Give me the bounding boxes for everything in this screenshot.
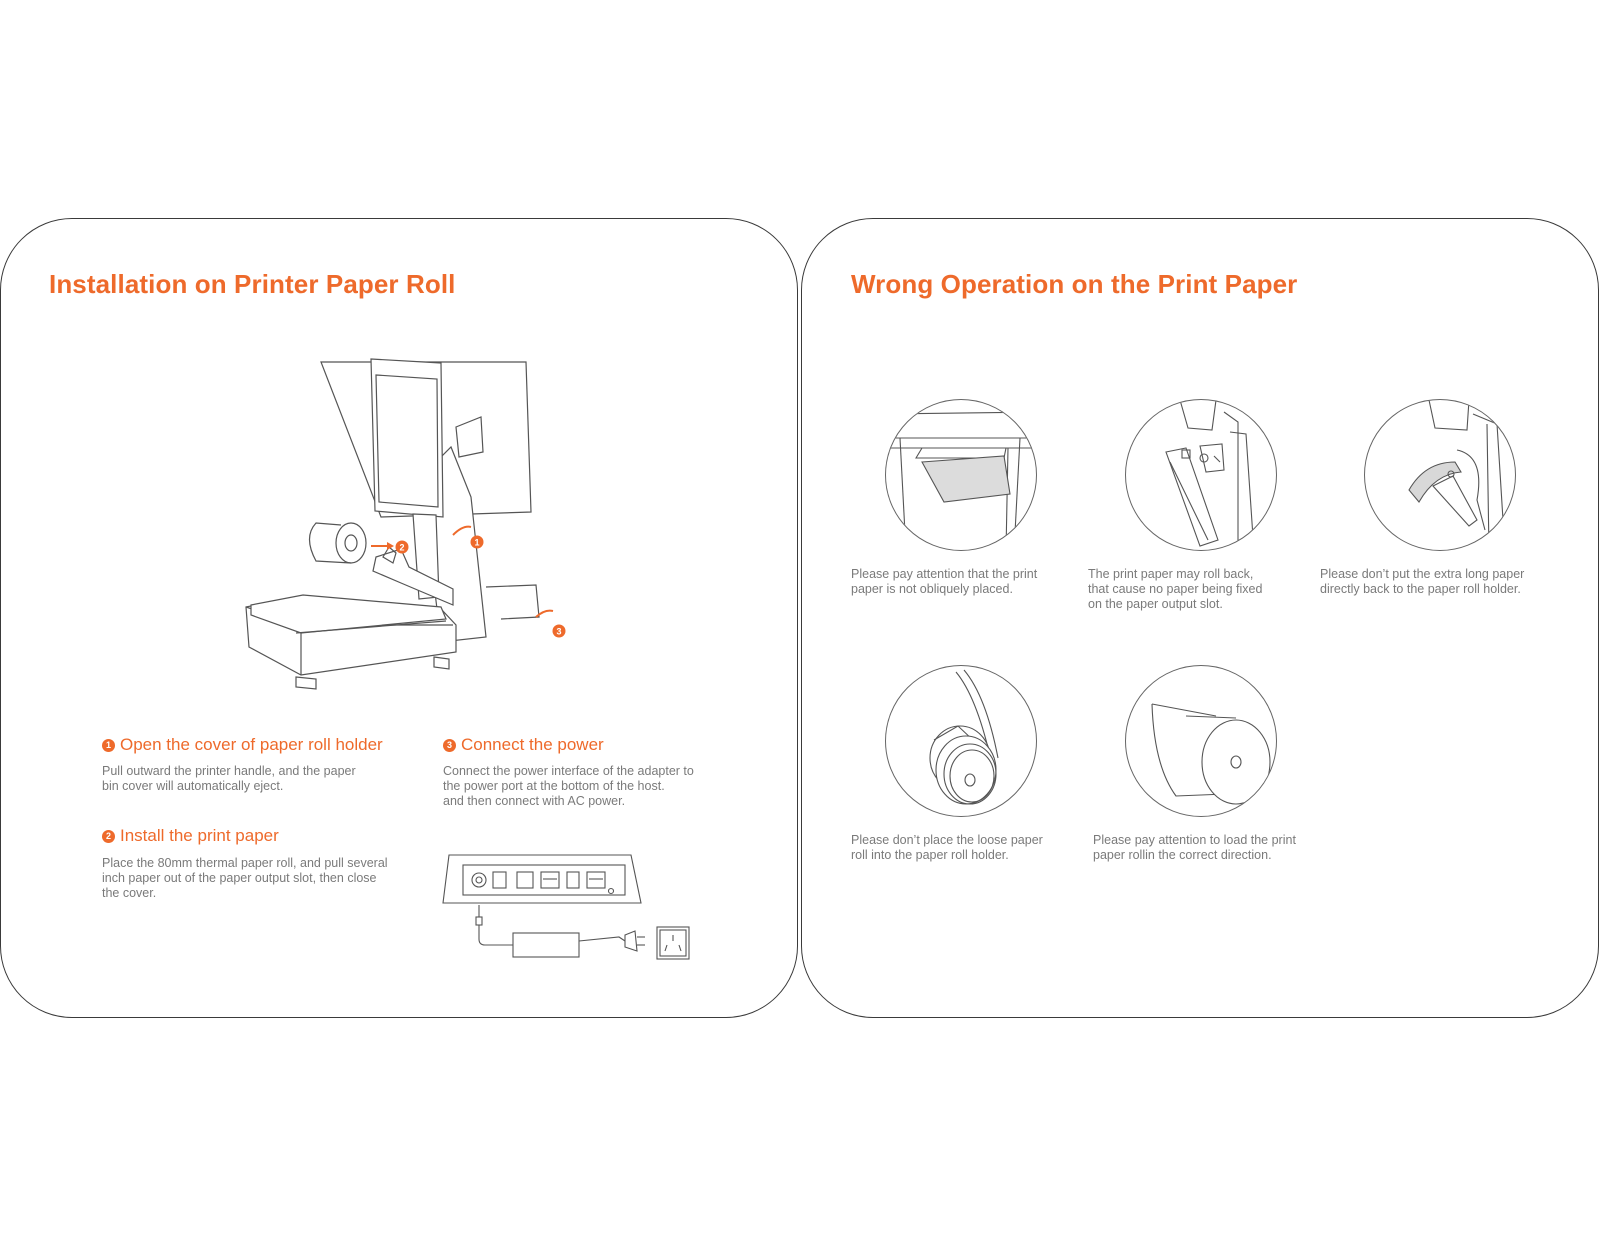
- marker-1: 1: [474, 538, 479, 548]
- step-3-number: 3: [443, 738, 456, 752]
- step-3-title: 3 Connect the power: [443, 735, 604, 755]
- caution-5-text: Please pay attention to load the print p…: [1093, 833, 1296, 862]
- step-3-description: Connect the power interface of the adapt…: [443, 764, 694, 808]
- step-1-number: 1: [102, 738, 115, 752]
- step-3-title-text: Connect the power: [461, 735, 604, 754]
- installation-panel: Installation on Printer Paper Roll: [0, 218, 798, 1018]
- wrong-operation-title: Wrong Operation on the Print Paper: [851, 269, 1298, 299]
- step-1-title-text: Open the cover of paper roll holder: [120, 735, 383, 754]
- caution-5-illustration: [1125, 665, 1277, 817]
- caution-4-text: Please don’t place the loose paper roll …: [851, 833, 1043, 862]
- marker-2: 2: [399, 543, 404, 553]
- caution-2-illustration: [1125, 399, 1277, 551]
- caution-3-illustration: [1364, 399, 1516, 551]
- step-2-description: Place the 80mm thermal paper roll, and p…: [102, 856, 388, 900]
- wrong-operation-panel: Wrong Operation on the Print Paper Pleas…: [801, 218, 1599, 1018]
- installation-title: Installation on Printer Paper Roll: [49, 269, 456, 299]
- marker-3: 3: [556, 627, 561, 637]
- power-connection-illustration: [442, 854, 690, 960]
- caution-1-text: Please pay attention that the print pape…: [851, 567, 1038, 596]
- step-2-title: 2 Install the print paper: [102, 826, 279, 846]
- scale-illustration: 2 1 3: [245, 358, 566, 690]
- step-1-title: 1 Open the cover of paper roll holder: [102, 735, 383, 755]
- step-2-number: 2: [102, 829, 115, 843]
- caution-1-illustration: [885, 399, 1037, 551]
- caution-3-text: Please don’t put the extra long paper di…: [1320, 567, 1525, 596]
- caution-4-illustration: [885, 665, 1037, 817]
- step-2-title-text: Install the print paper: [120, 826, 279, 845]
- caution-2-text: The print paper may roll back, that caus…: [1088, 567, 1263, 611]
- step-1-description: Pull outward the printer handle, and the…: [102, 764, 356, 793]
